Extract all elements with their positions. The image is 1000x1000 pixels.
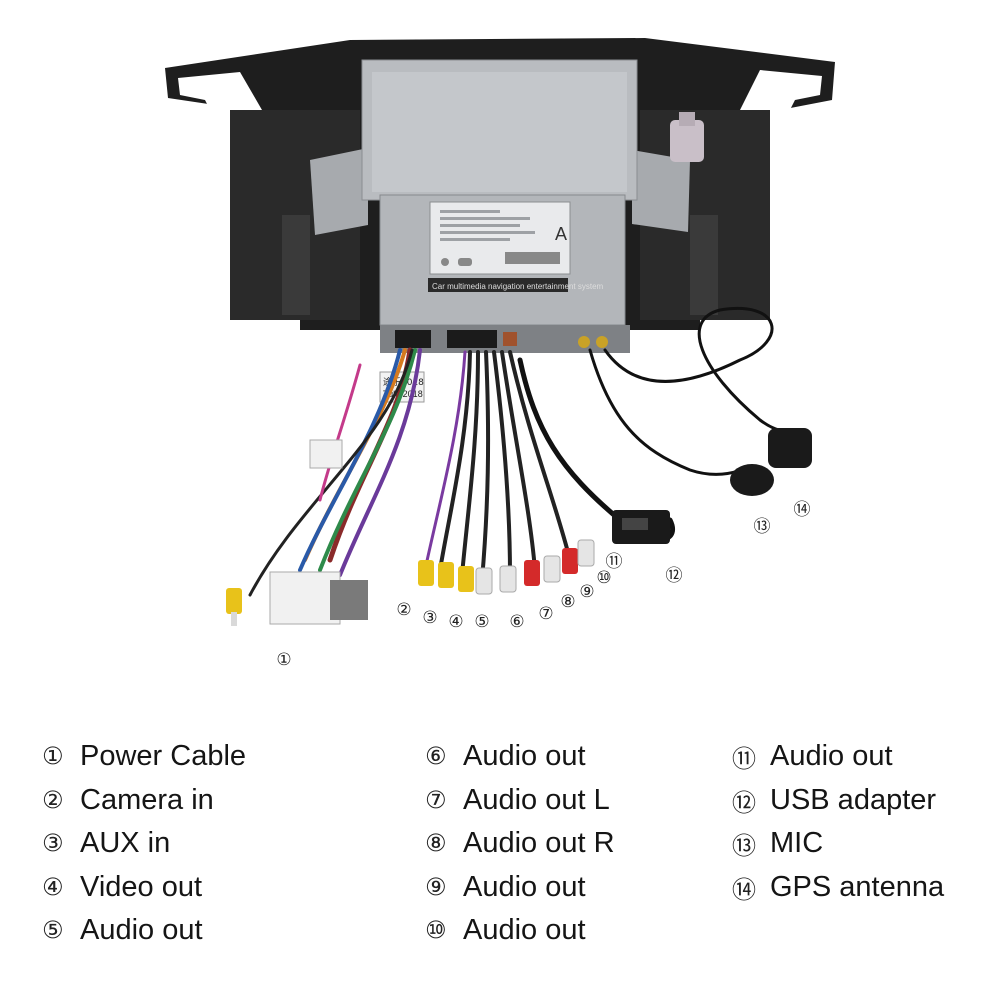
wire-harness [248, 307, 792, 597]
callout-3: ③ [422, 608, 438, 627]
callout-10: ⑩ [596, 568, 612, 587]
legend-label: Power Cable [80, 740, 247, 773]
connector-legend: ① Power Cable ② Camera in ③ AUX in ④ Video o… [0, 735, 1000, 965]
legend-label: USB adapter [770, 783, 937, 816]
legend-label: Audio out L [463, 783, 610, 816]
legend-item: ⑬ MIC [732, 822, 944, 866]
head-unit: A Car multimedia navigation entertainmen… [361, 59, 638, 353]
legend-column-3: ⑪ Audio out ⑫ USB adapter ⑬ MIC ⑭ GPS antenn… [732, 735, 944, 909]
legend-label: AUX in [80, 827, 171, 860]
callout-2: ② [396, 600, 412, 619]
legend-number: ⑦ [425, 786, 447, 814]
callout-11: ⑪ [605, 552, 623, 571]
callout-4: ④ [448, 612, 464, 631]
callout-9: ⑨ [579, 582, 595, 601]
legend-column-1: ① Power Cable ② Camera in ③ AUX in ④ Video o… [42, 735, 246, 953]
legend-label: Audio out [463, 870, 586, 903]
legend-item: ⑨ Audio out [425, 866, 615, 910]
legend-label: Audio out [80, 914, 203, 947]
legend-item: ⑤ Audio out [42, 909, 246, 953]
legend-item: ⑪ Audio out [732, 735, 944, 779]
unit-panel-letter: A [555, 224, 567, 244]
usb-adapter [612, 510, 670, 544]
legend-number: ⑥ [425, 743, 447, 771]
legend-label: GPS antenna [770, 870, 945, 903]
legend-label: Audio out R [463, 827, 615, 860]
legend-column-2: ⑥ Audio out ⑦ Audio out L ⑧ Audio out R ⑨ Au… [425, 735, 615, 953]
callout-8: ⑧ [560, 592, 576, 611]
legend-label: MIC [770, 827, 824, 860]
legend-label: Video out [80, 870, 203, 903]
mounting-clip [670, 112, 704, 162]
legend-item: ⑧ Audio out R [425, 822, 615, 866]
legend-label: Camera in [80, 783, 214, 816]
legend-number: ⑨ [425, 873, 447, 901]
legend-number: ① [42, 743, 64, 771]
right-bracket [632, 150, 690, 232]
legend-number: ④ [42, 873, 64, 901]
legend-label: Audio out [770, 740, 893, 773]
callout-12: ⑫ [665, 566, 683, 585]
legend-item: ⑫ USB adapter [732, 779, 944, 823]
legend-number: ② [42, 786, 64, 814]
legend-item: ⑭ GPS antenna [732, 866, 944, 910]
callout-7: ⑦ [538, 604, 554, 623]
callout-6: ⑥ [509, 612, 525, 631]
mic-module [730, 464, 774, 496]
callout-14: ⑭ [793, 500, 811, 519]
legend-label: Audio out [463, 740, 586, 773]
callout-5: ⑤ [474, 612, 490, 631]
rca-plugs [226, 539, 595, 626]
legend-number: ⑬ [732, 833, 756, 861]
product-photo: A Car multimedia navigation entertainmen… [165, 38, 835, 626]
legend-label: Audio out [463, 914, 586, 947]
left-bracket [310, 148, 368, 235]
power-connectors [269, 439, 368, 625]
unit-caption: Car multimedia navigation entertainment … [432, 282, 604, 291]
callout-1: ① [276, 650, 292, 669]
legend-item: ① Power Cable [42, 735, 246, 779]
callout-13: ⑬ [753, 517, 771, 536]
legend-item: ⑦ Audio out L [425, 779, 615, 823]
legend-number: ③ [42, 830, 64, 858]
legend-item: ④ Video out [42, 866, 246, 910]
gps-antenna [768, 428, 812, 468]
legend-item: ⑩ Audio out [425, 909, 615, 953]
legend-number: ⑤ [42, 917, 64, 945]
legend-number: ⑭ [732, 876, 756, 904]
legend-number: ⑫ [732, 789, 756, 817]
legend-item: ⑥ Audio out [425, 735, 615, 779]
legend-number: ⑪ [732, 746, 756, 774]
legend-item: ③ AUX in [42, 822, 246, 866]
legend-item: ② Camera in [42, 779, 246, 823]
legend-number: ⑧ [425, 830, 447, 858]
legend-number: ⑩ [425, 917, 447, 945]
